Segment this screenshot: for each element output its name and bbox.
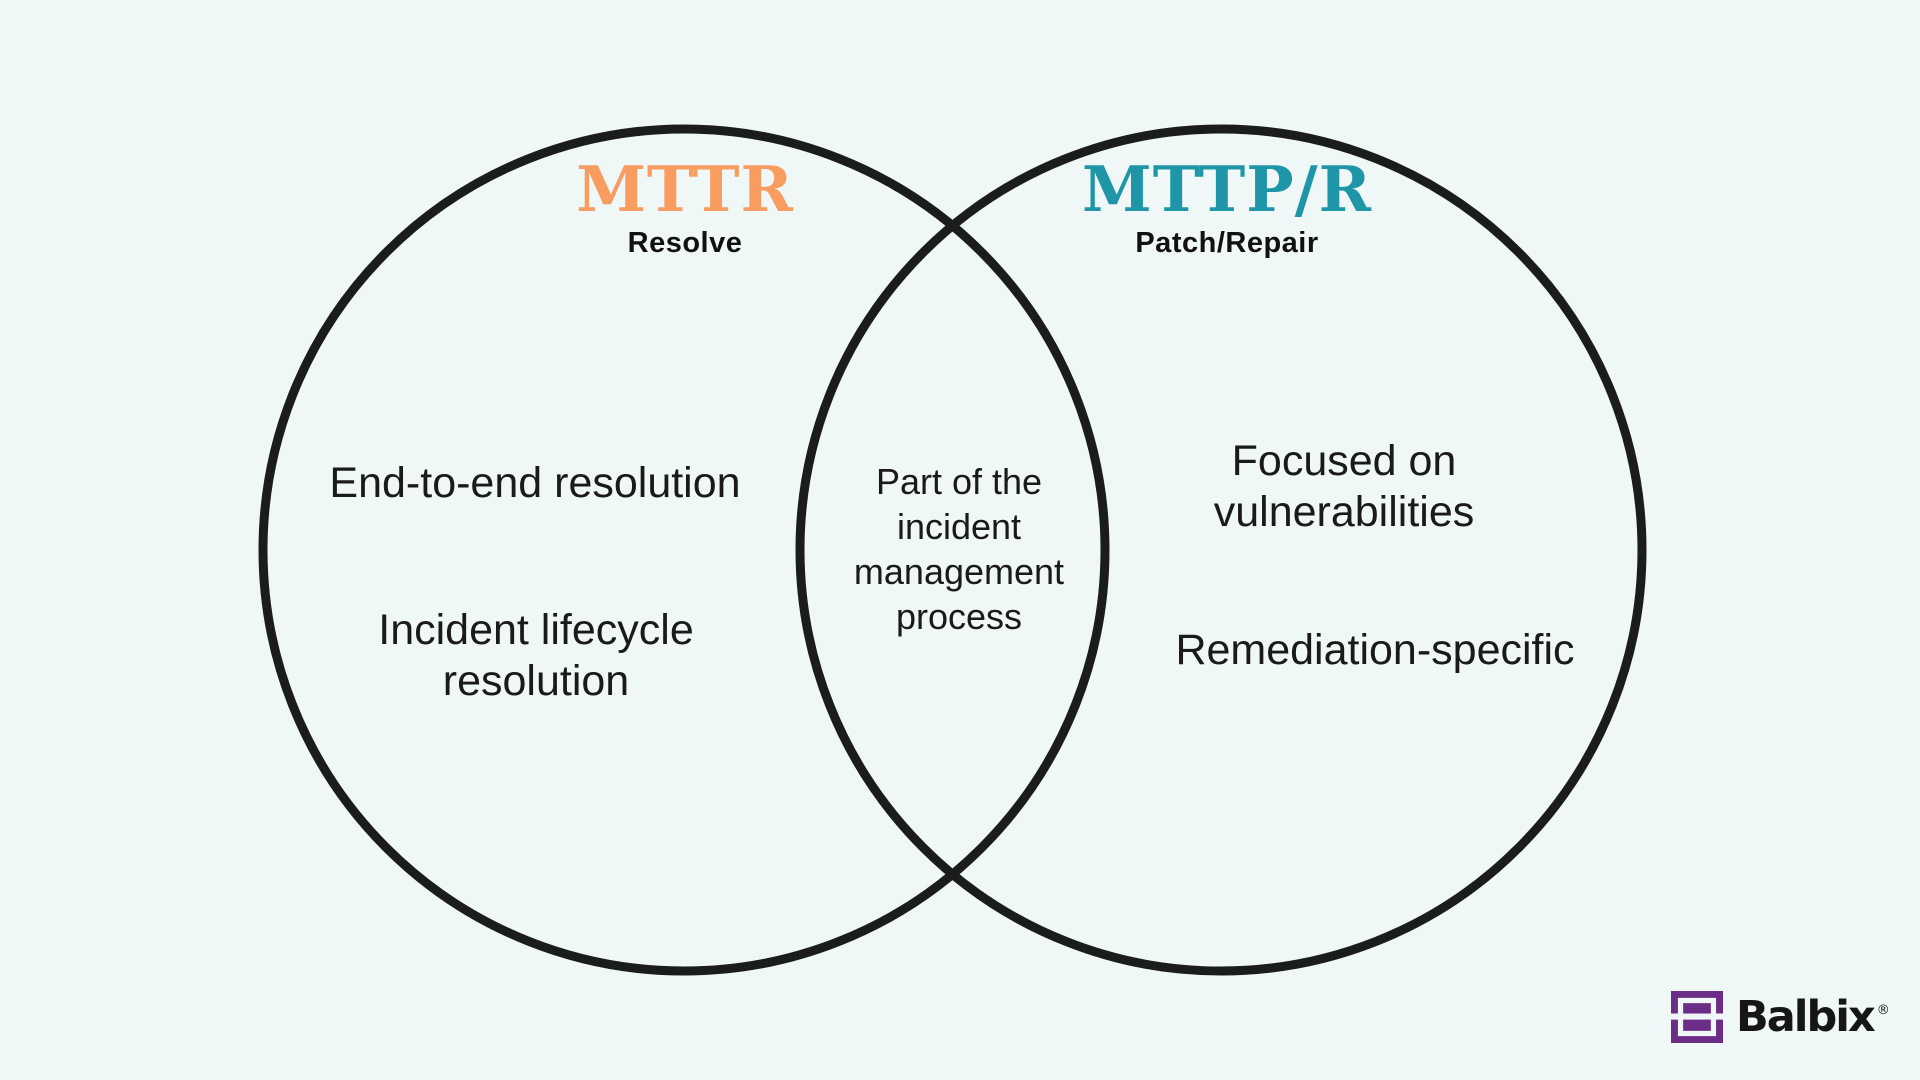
balbix-icon-bar-bottom (1683, 1019, 1711, 1031)
left-circle-outline (258, 124, 1110, 976)
balbix-logo: Balbix® (1671, 991, 1890, 1043)
balbix-icon-frame-top (1671, 991, 1723, 1014)
right-circle-item: Remediation-specific (1175, 626, 1575, 674)
right-circle-subtitle: Patch/Repair (1135, 227, 1319, 259)
left-circle-heading: MTTR Resolve (576, 158, 794, 260)
left-circle-subtitle: Resolve (627, 227, 743, 259)
right-circle-item: Focused on vulnerabilities (1213, 437, 1475, 536)
balbix-brand-text: Balbix (1736, 991, 1876, 1042)
registered-trademark-symbol: ® (1876, 1002, 1890, 1018)
left-circle-title: MTTR (576, 152, 794, 226)
right-circle-heading: MTTP/R Patch/Repair (1082, 158, 1372, 260)
balbix-icon-frame-bottom (1671, 1019, 1723, 1043)
left-circle-item: Incident lifecycle resolution (378, 606, 694, 705)
left-circle-item: End-to-end resolution (329, 459, 741, 507)
balbix-icon-bar-top (1683, 1003, 1711, 1014)
overlap-item: Part of the incident management process (853, 461, 1065, 637)
balbix-bracket-icon (1671, 991, 1723, 1043)
balbix-wordmark: Balbix® (1736, 995, 1890, 1039)
right-circle-title: MTTP/R (1082, 152, 1372, 226)
right-circle-outline (795, 124, 1647, 976)
